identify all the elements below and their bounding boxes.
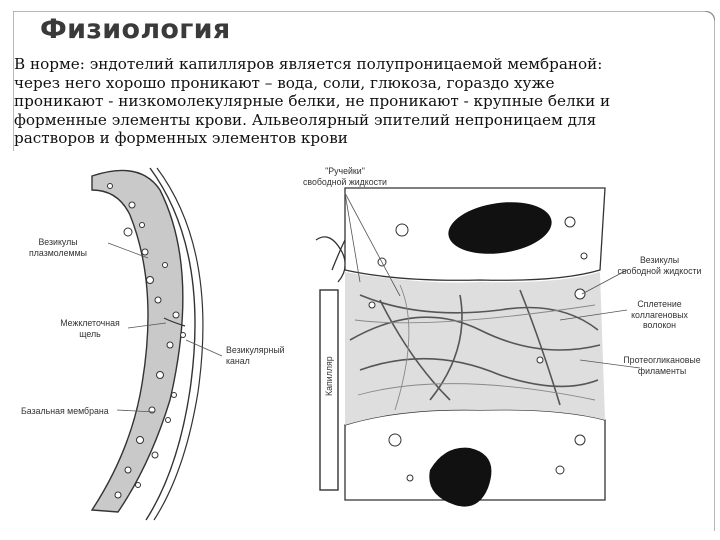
label-line: Межклеточная [52,318,128,329]
label-line: канал [226,356,285,367]
label-line: плазмолеммы [28,248,88,259]
label-line: "Ручейки" [285,166,405,177]
label-line: Протеогликановые [612,355,712,366]
label-intercellular-cleft: Межклеточная щель [52,318,128,339]
label-basal-membrane: Базальная мембрана [21,406,109,417]
label-line: коллагеновых [612,310,707,321]
label-line: Везикулярный [226,345,285,356]
label-line: Везикулы [612,255,707,266]
label-line: Везикулы [28,237,88,248]
label-line: Сплетение [612,299,707,310]
label-line: филаменты [612,366,712,377]
label-capillary: Капилляр [324,356,335,396]
label-free-fluid-vesicles: Везикулы свободной жидкости [612,255,707,276]
label-fluid-streams: "Ручейки" свободной жидкости [285,166,405,187]
label-vesicular-canal: Везикулярный канал [226,345,285,366]
label-vesicles-plasmalemma: Везикулы плазмолеммы [28,237,88,258]
label-line: волокон [612,320,707,331]
label-proteoglycan-filaments: Протеогликановые филаменты [612,355,712,376]
label-line: свободной жидкости [285,177,405,188]
label-line: щель [52,329,128,340]
label-collagen-plexus: Сплетение коллагеновых волокон [612,299,707,331]
label-line: свободной жидкости [612,266,707,277]
